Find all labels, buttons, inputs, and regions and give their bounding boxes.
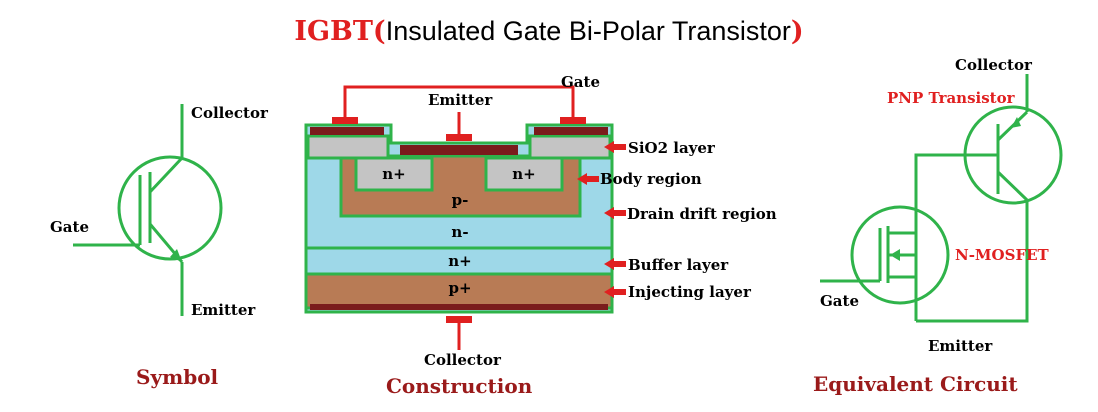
arrow-buffer — [604, 258, 626, 270]
n-plus-right — [484, 156, 564, 192]
title-close-paren: ) — [790, 16, 804, 47]
equiv-emitter-label: Emitter — [928, 337, 993, 355]
igbt-construction — [304, 85, 626, 350]
symbol-emitter-label: Emitter — [191, 301, 256, 319]
symbol-caption: Symbol — [136, 365, 219, 389]
equiv-collector-label: Collector — [955, 56, 1032, 74]
region-p-minus: p- — [451, 191, 469, 209]
pnp-arrow — [1011, 117, 1021, 128]
region-p-plus: p+ — [448, 279, 472, 297]
layer-label-body: Body region — [600, 170, 702, 188]
construction-caption: Construction — [386, 374, 533, 398]
region-n-minus: n- — [451, 223, 469, 241]
title-main: Insulated Gate Bi-Polar Transistor — [385, 16, 791, 46]
layer-label-sio2: SiO2 layer — [628, 139, 715, 157]
gate-metal-right — [534, 127, 608, 135]
layer-label-injecting: Injecting layer — [628, 283, 751, 301]
gate-wire — [343, 85, 575, 123]
region-n-plus-buffer: n+ — [448, 252, 472, 270]
igbt-symbol — [73, 104, 223, 316]
gate-terminal-right — [560, 117, 586, 124]
layer-label-buffer: Buffer layer — [628, 256, 729, 274]
equivalent-circuit — [820, 74, 1063, 323]
nmosfet-circle — [850, 205, 950, 305]
gate-metal-left — [310, 127, 384, 135]
symbol-circle — [117, 155, 223, 261]
symbol-collector-label: Collector — [191, 104, 268, 122]
collector-metal — [310, 304, 608, 310]
layer-label-drift: Drain drift region — [627, 205, 777, 223]
region-n-plus-right: n+ — [512, 165, 536, 183]
symbol-emitter-arrow — [170, 249, 182, 262]
region-n-plus-left: n+ — [382, 165, 406, 183]
emitter-metal — [400, 145, 518, 155]
collector-terminal — [446, 316, 472, 323]
oxide-left — [306, 134, 390, 160]
layer-pointer-arrows — [577, 141, 626, 298]
emitter-terminal — [446, 134, 472, 141]
equiv-gate-label: Gate — [820, 292, 860, 310]
pnp-transistor-label: PNP Transistor — [887, 89, 1015, 107]
title-acronym: IGBT — [294, 16, 373, 47]
pnp-bottom-lead — [916, 200, 1029, 323]
pnp-base-wire — [914, 153, 998, 321]
title-open-paren: ( — [372, 16, 386, 47]
symbol-collector-diag — [148, 156, 184, 194]
arrow-drift — [604, 207, 626, 219]
buffer-layer — [304, 246, 614, 276]
mosfet-arrow — [890, 249, 900, 261]
pnp-diag-bottom — [996, 170, 1029, 202]
symbol-gate-label: Gate — [50, 218, 90, 236]
gate-terminal-left — [332, 117, 358, 124]
construction-gate-label: Gate — [561, 73, 601, 91]
arrow-injecting — [604, 286, 626, 298]
page-title: IGBT(Insulated Gate Bi-Polar Transistor) — [0, 16, 1098, 47]
arrow-body — [577, 173, 599, 185]
construction-collector-label: Collector — [424, 351, 501, 369]
n-plus-left — [354, 156, 434, 192]
construction-emitter-label: Emitter — [428, 91, 493, 109]
equiv-caption: Equivalent Circuit — [813, 372, 1018, 396]
oxide-right — [528, 134, 612, 160]
nmosfet-label: N-MOSFET — [955, 246, 1049, 264]
arrow-sio2 — [604, 141, 626, 153]
